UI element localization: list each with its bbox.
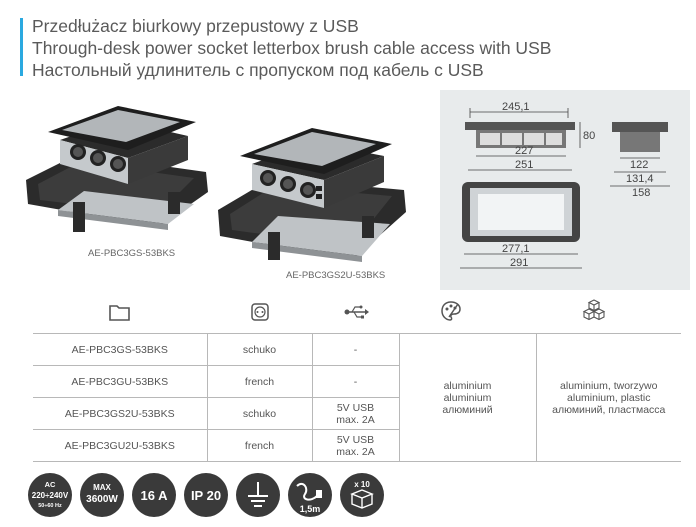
dim-291: 291: [510, 257, 528, 269]
table-row: AE-PBC3GS2U-53BKS schuko 5V USB max. 2A: [33, 397, 681, 430]
ip-rating: IP 20: [191, 488, 221, 503]
material2-pl: aluminium, tworzywo: [560, 379, 658, 392]
pack-quantity-badge: x 10: [340, 473, 384, 517]
usb-icon: [344, 305, 369, 319]
technical-drawing: 245,1 80 227 251 122 131,4 158 277,1 291: [440, 90, 690, 290]
cubes-icon: [582, 299, 606, 321]
usb-cell: -: [311, 365, 400, 398]
socket-cell: french: [206, 429, 313, 462]
table-row: AE-PBC3GU2U-53BKS french 5V USB max. 2A: [33, 429, 681, 462]
dim-277-1: 277,1: [502, 243, 530, 255]
title-russian: Настольный удлинитель с пропуском под ка…: [32, 60, 484, 80]
current-badge: 16 A: [132, 473, 176, 517]
dim-122: 122: [630, 159, 648, 171]
usb-spec-current: max. 2A: [336, 413, 375, 426]
accent-bar: [20, 18, 23, 76]
material2-ru: алюминий, пластмасса: [552, 403, 666, 416]
title-polish: Przedłużacz biurkowy przepustowy z USB: [32, 16, 359, 36]
palette-icon: [441, 301, 461, 321]
material2-cell: aluminium, tworzywo aluminium, plastic а…: [535, 333, 681, 462]
product-label-schuko: AE-PBC3GS-53BKS: [88, 248, 176, 259]
title-english: Through-desk power socket letterbox brus…: [32, 38, 552, 58]
ac-frequency: 50÷60 Hz: [38, 503, 62, 509]
material-cell: aluminium aluminium алюминий: [398, 333, 537, 462]
product-image-usb: [218, 128, 406, 262]
ac-voltage-badge: AC 220÷240V 50÷60 Hz: [28, 473, 72, 517]
usb-spec-current: max. 2A: [336, 445, 375, 458]
dim-80: 80: [583, 130, 595, 142]
material-ru: алюминий: [442, 403, 493, 416]
folder-icon: [109, 305, 130, 321]
schuko-socket-icon: [251, 303, 269, 321]
usb-spec-voltage: 5V USB: [336, 433, 375, 446]
dim-131-4: 131,4: [626, 173, 654, 185]
socket-cell: schuko: [206, 397, 313, 430]
max-power-badge: MAX 3600W: [80, 473, 124, 517]
pack-quantity: x 10: [354, 480, 370, 489]
dim-227: 227: [515, 145, 533, 157]
cable-length: 1,5m: [300, 504, 321, 514]
material-pl: aluminium: [443, 379, 492, 392]
max-power: 3600W: [86, 494, 118, 505]
material-en: aluminium: [443, 391, 492, 404]
socket-cell: french: [206, 365, 313, 398]
cable-length-badge: 1,5m: [288, 473, 332, 517]
current-rating: 16 A: [141, 488, 169, 503]
product-label-usb: AE-PBC3GS2U-53BKS: [286, 270, 386, 281]
usb-cell: 5V USB max. 2A: [311, 429, 400, 462]
dim-245-1: 245,1: [502, 101, 530, 113]
dim-158: 158: [632, 187, 650, 199]
socket-cell: schuko: [206, 333, 313, 366]
dim-251: 251: [515, 159, 533, 171]
product-image-schuko: [26, 106, 208, 232]
table-row: AE-PBC3GS-53BKS schuko - aluminium alumi…: [33, 333, 681, 462]
material2-en: aluminium, plastic: [567, 391, 651, 404]
max-label: MAX: [93, 483, 111, 492]
ip-rating-badge: IP 20: [184, 473, 228, 517]
ground-icon: [236, 473, 280, 517]
table-row: AE-PBC3GU-53BKS french -: [33, 365, 681, 398]
model-cell: AE-PBC3GU2U-53BKS: [33, 429, 208, 462]
usb-cell: -: [311, 333, 400, 366]
spec-table: AE-PBC3GS-53BKS schuko - aluminium alumi…: [33, 333, 681, 462]
model-cell: AE-PBC3GS-53BKS: [33, 333, 208, 366]
model-cell: AE-PBC3GS2U-53BKS: [33, 397, 208, 430]
model-cell: AE-PBC3GU-53BKS: [33, 365, 208, 398]
usb-cell: 5V USB max. 2A: [311, 397, 400, 430]
ac-voltage: 220÷240V: [32, 491, 69, 500]
ac-label: AC: [45, 480, 56, 489]
usb-spec-voltage: 5V USB: [336, 401, 375, 414]
